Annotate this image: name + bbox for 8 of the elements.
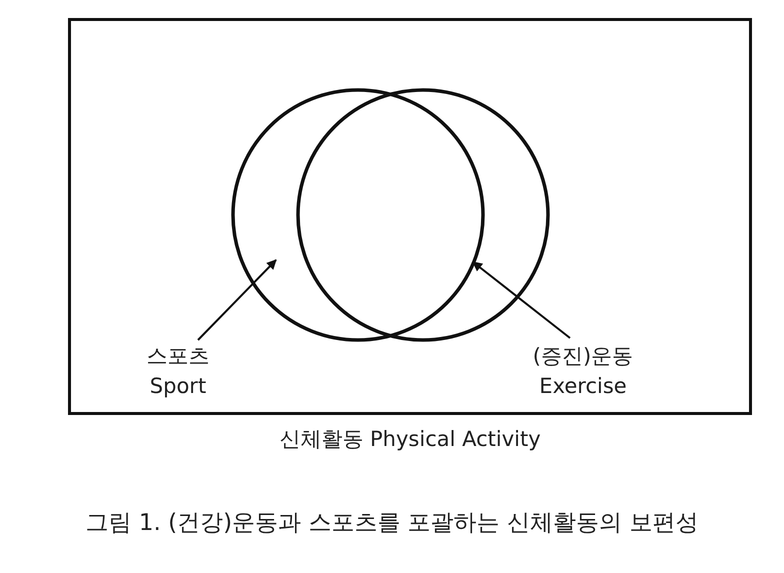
callout-label: 스포츠 Sport: [146, 343, 210, 400]
circle: [231, 88, 485, 342]
group-heading: 신체활동 Physical Activity: [278, 426, 542, 453]
callout-label: (증진)운동 Exercise: [532, 343, 634, 400]
figure-caption: 그림 1. (건강)운동과 스포츠를 포괄하는 신체활동의 보편성: [84, 509, 700, 538]
circle: [296, 88, 550, 342]
arrow: [472, 261, 571, 339]
arrow: [197, 259, 277, 341]
